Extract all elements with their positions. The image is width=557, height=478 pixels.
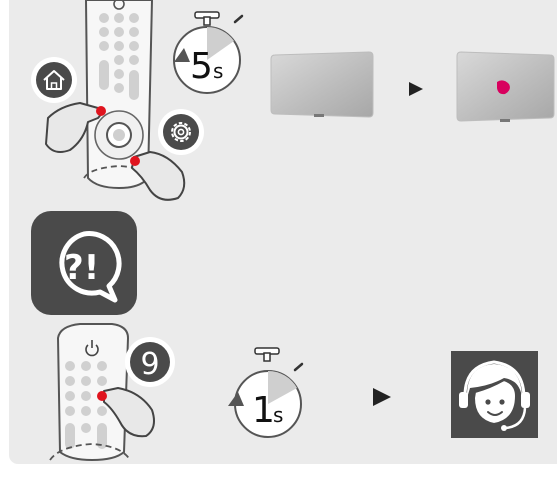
timer-1s-unit: s [273, 403, 283, 427]
timer-1s-digit: 1 [252, 390, 275, 431]
button-9-label: 9 [140, 347, 159, 382]
tv-screen-logo [457, 52, 554, 122]
support-agent-headset-icon [451, 351, 538, 438]
timer-5s-digit: 5 [190, 46, 213, 87]
home-icon [31, 57, 77, 103]
tv-screen-off [271, 52, 373, 117]
gear-icon [158, 109, 204, 155]
timer-5s-unit: s [213, 59, 223, 83]
next-arrow-icon-2 [373, 388, 391, 406]
question-exclamation-speech-icon: ?! [31, 211, 137, 315]
next-arrow-icon [409, 82, 423, 96]
svg-text:?!: ?! [64, 248, 99, 288]
